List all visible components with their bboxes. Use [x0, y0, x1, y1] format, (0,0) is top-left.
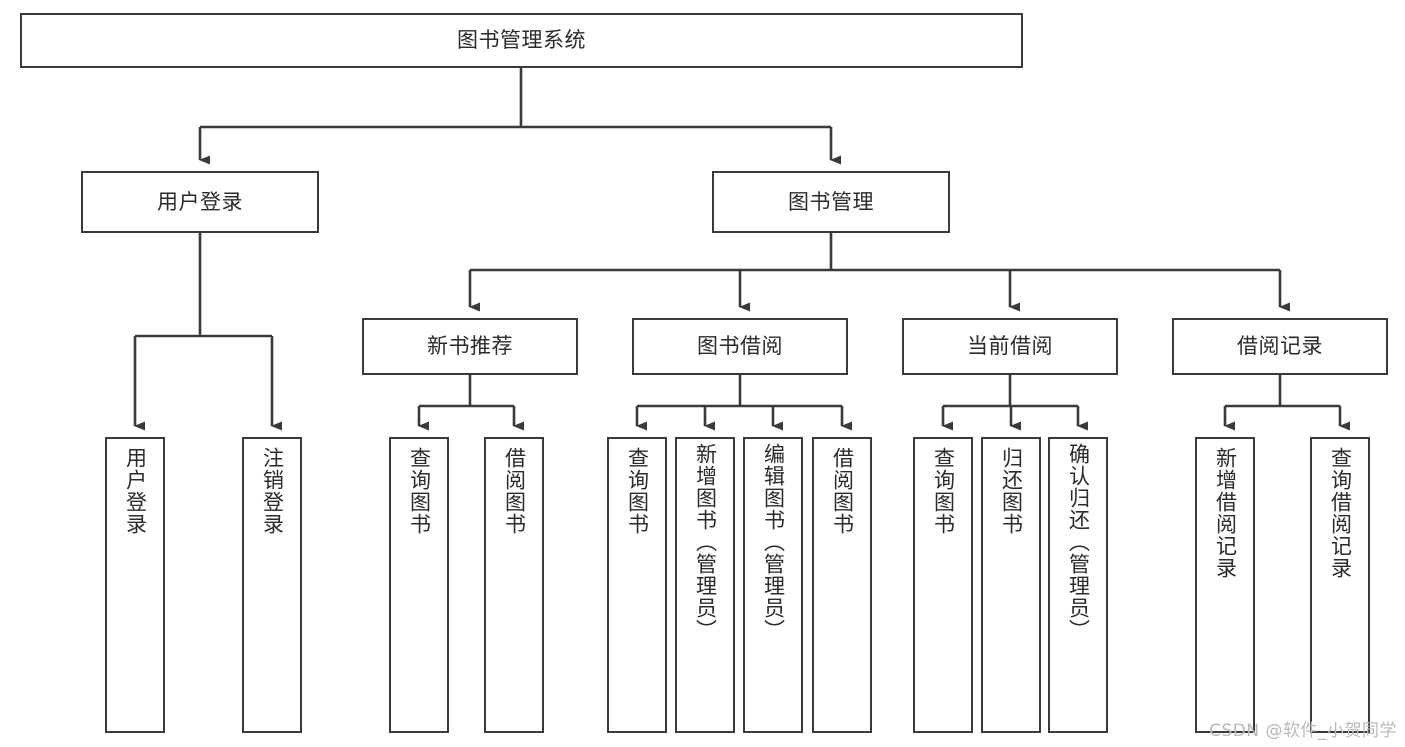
- node-current-borrow-label: 当前借阅: [967, 334, 1053, 359]
- node-user-login[interactable]: 用户登录: [81, 171, 319, 233]
- node-borrow-record[interactable]: 借阅记录: [1172, 318, 1388, 375]
- node-leaf-confirm-return-label: 确认归还（管理员）: [1066, 443, 1091, 641]
- node-leaf-confirm-return[interactable]: 确认归还（管理员）: [1048, 437, 1108, 733]
- node-leaf-logout-label: 注销登录: [260, 447, 285, 535]
- node-leaf-user-login[interactable]: 用户登录: [105, 437, 165, 733]
- csdn-watermark: CSDN @软件_小贺同学: [1209, 721, 1397, 741]
- node-leaf-query-book-recommend-label: 查询图书: [407, 447, 432, 535]
- node-leaf-add-book-label: 新增图书（管理员）: [693, 443, 718, 641]
- node-leaf-add-borrow-record-label: 新增借阅记录: [1213, 447, 1238, 579]
- node-leaf-borrow-book-label: 借阅图书: [830, 447, 855, 535]
- node-leaf-return-book-label: 归还图书: [999, 447, 1024, 535]
- node-new-book-recommend-label: 新书推荐: [427, 334, 513, 359]
- node-leaf-edit-book-label: 编辑图书（管理员）: [761, 443, 786, 641]
- node-book-borrow-label: 图书借阅: [697, 334, 783, 359]
- node-new-book-recommend[interactable]: 新书推荐: [362, 318, 578, 375]
- node-leaf-logout[interactable]: 注销登录: [242, 437, 302, 733]
- node-leaf-borrow-book-recommend[interactable]: 借阅图书: [484, 437, 544, 733]
- node-book-manage-label: 图书管理: [788, 189, 874, 214]
- node-leaf-query-book-recommend[interactable]: 查询图书: [389, 437, 449, 733]
- node-leaf-return-book[interactable]: 归还图书: [981, 437, 1041, 733]
- node-leaf-query-borrow-record[interactable]: 查询借阅记录: [1310, 437, 1370, 733]
- node-leaf-borrow-book[interactable]: 借阅图书: [812, 437, 872, 733]
- node-borrow-record-label: 借阅记录: [1237, 334, 1323, 359]
- node-leaf-query-book-current-label: 查询图书: [931, 447, 956, 535]
- node-book-borrow[interactable]: 图书借阅: [632, 318, 848, 375]
- node-leaf-query-book-current[interactable]: 查询图书: [913, 437, 973, 733]
- node-user-login-label: 用户登录: [157, 189, 243, 214]
- node-leaf-query-book-borrow[interactable]: 查询图书: [607, 437, 667, 733]
- node-leaf-user-login-label: 用户登录: [123, 447, 148, 535]
- node-leaf-add-book[interactable]: 新增图书（管理员）: [675, 437, 735, 733]
- node-leaf-query-borrow-record-label: 查询借阅记录: [1328, 447, 1353, 579]
- node-book-manage[interactable]: 图书管理: [712, 171, 950, 233]
- node-leaf-query-book-borrow-label: 查询图书: [625, 447, 650, 535]
- node-leaf-borrow-book-recommend-label: 借阅图书: [502, 447, 527, 535]
- node-leaf-edit-book[interactable]: 编辑图书（管理员）: [743, 437, 803, 733]
- node-root-system[interactable]: 图书管理系统: [20, 13, 1023, 68]
- node-root-system-label: 图书管理系统: [457, 28, 586, 53]
- node-current-borrow[interactable]: 当前借阅: [902, 318, 1118, 375]
- node-leaf-add-borrow-record[interactable]: 新增借阅记录: [1195, 437, 1255, 733]
